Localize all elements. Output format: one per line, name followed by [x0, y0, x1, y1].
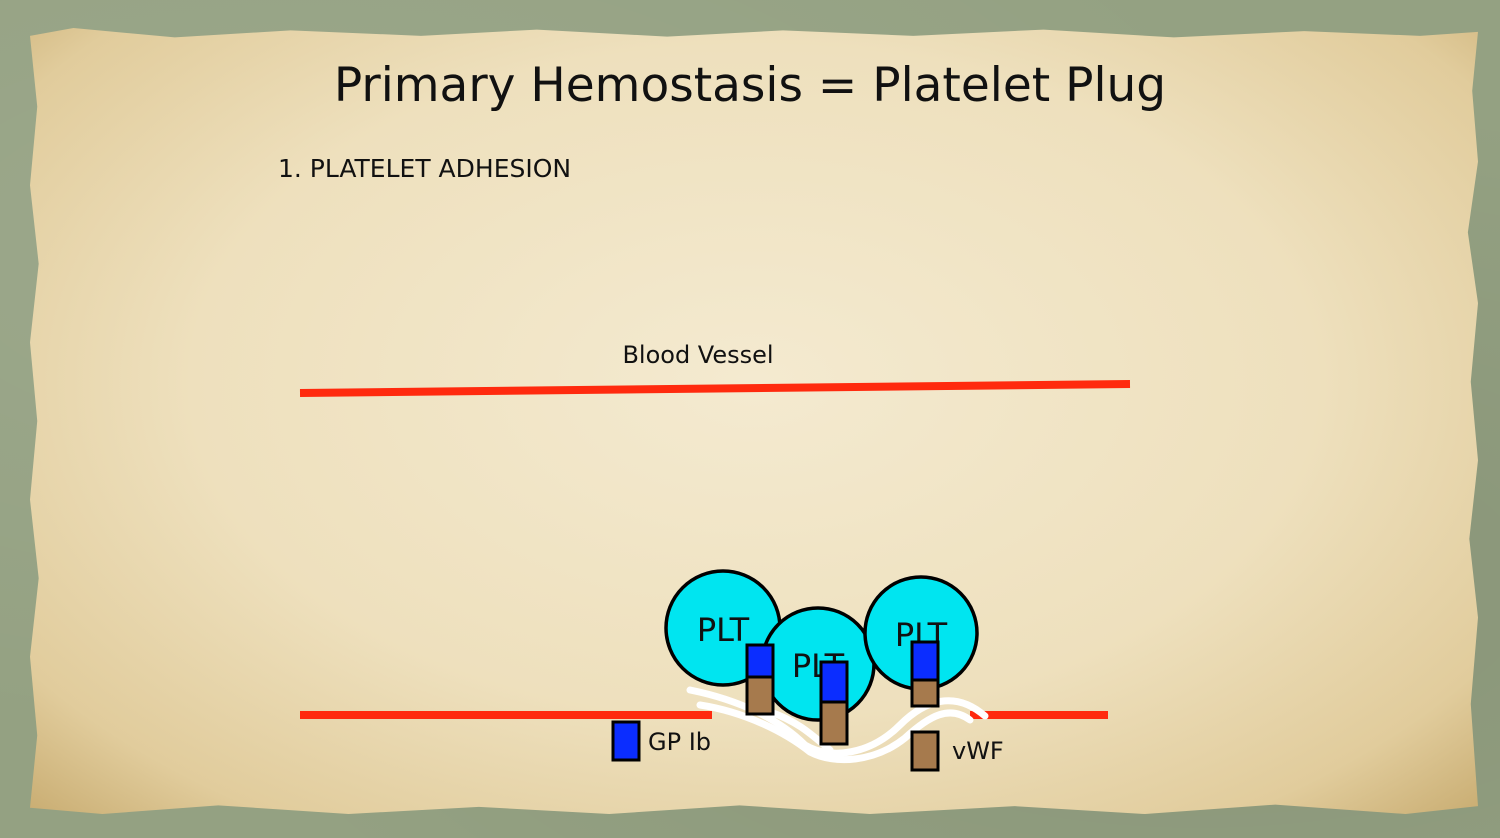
vwf-molecule [910, 678, 940, 708]
gp-ib-receptor [745, 643, 775, 679]
gp-ib-receptor [910, 640, 940, 682]
bound-complexes [745, 640, 940, 746]
vwf-legend-swatch [910, 730, 940, 772]
blood-vessel-label: Blood Vessel [622, 341, 773, 369]
gp-ib-legend-swatch [611, 720, 641, 762]
step-heading: 1. PLATELET ADHESION [278, 154, 572, 183]
collagen-fiber [696, 701, 974, 764]
vwf-molecule [819, 700, 849, 746]
slide-title: Primary Hemostasis = Platelet Plug [333, 58, 1167, 113]
gp-ib-legend-label: GP Ib [648, 728, 711, 756]
vwf-legend-label: vWF [952, 737, 1004, 765]
vessel-wall-upper [299, 380, 1131, 397]
gp-ib-receptor [819, 660, 849, 704]
platelet-label: PLT [697, 611, 750, 649]
vwf-molecule [745, 675, 775, 716]
collagen-fiber [766, 708, 834, 754]
